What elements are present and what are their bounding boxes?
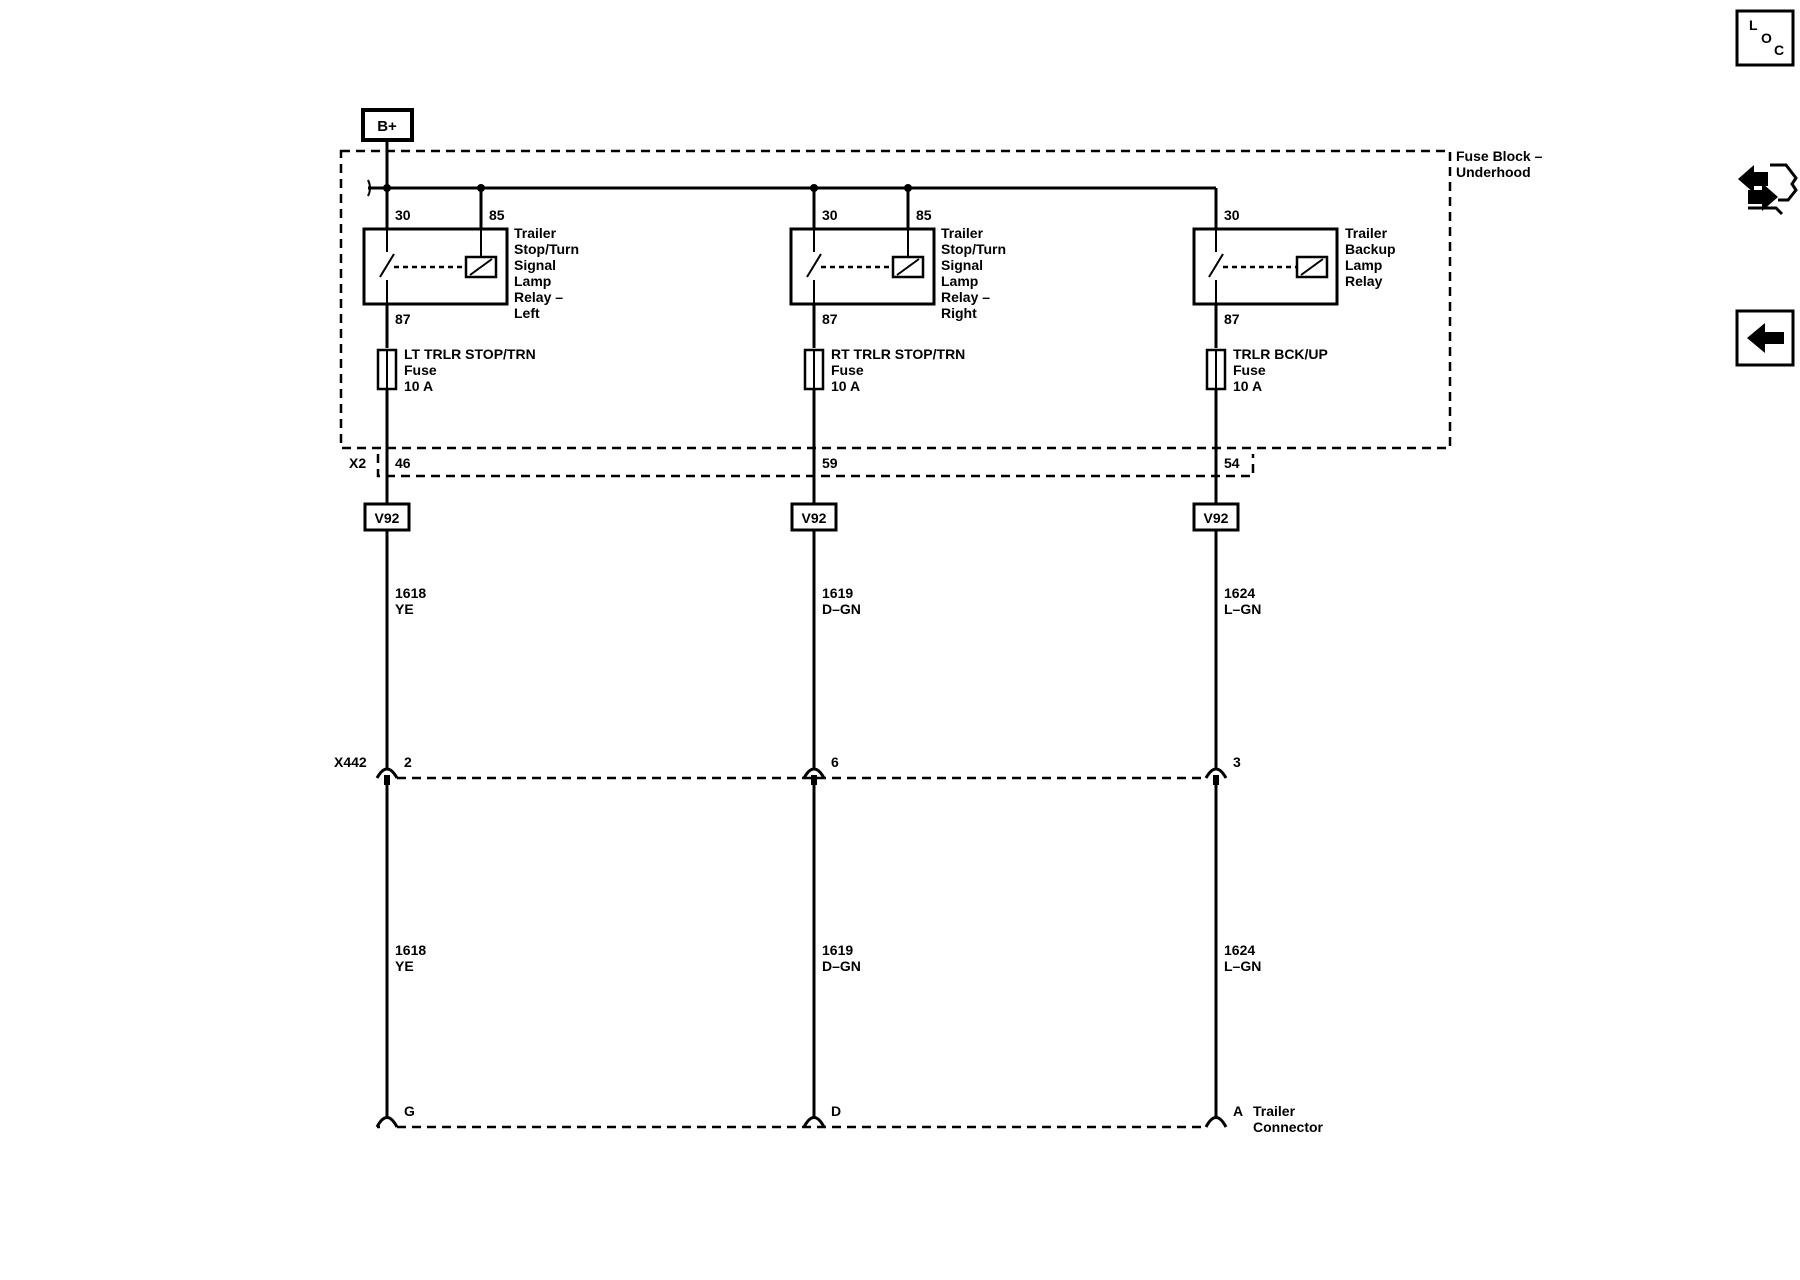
fuse-backup-name: TRLR BCK/UP [1233, 346, 1328, 362]
splice-v92-left [363, 502, 411, 532]
wire-left-upper-circuit: 1618 [395, 585, 426, 601]
relay-right-name-3: Signal [941, 257, 983, 273]
circuit-right: 30 85 Trailer Stop/Turn Signal Lamp Rela… [789, 188, 1006, 1128]
fuse-block-label-line1: Fuse Block – [1456, 148, 1543, 164]
battery-positive-source: B+ [361, 108, 414, 142]
trailer-connector: Trailer Connector [377, 1103, 1324, 1135]
location-icon: L O C [1749, 17, 1784, 58]
relay-left [362, 227, 509, 306]
trailer-connector-label-line1: Trailer [1253, 1103, 1296, 1119]
back-button[interactable] [1735, 309, 1795, 367]
relay-left-pin-85: 85 [489, 207, 505, 223]
relay-right-name-6: Right [941, 305, 977, 321]
x2-pin-left: 46 [395, 455, 411, 471]
fuse-right-word: Fuse [831, 362, 864, 378]
wire-backup-upper-color: L–GN [1224, 601, 1261, 617]
relay-left-pin-30: 30 [395, 207, 411, 223]
x442-pin-backup: 3 [1233, 754, 1241, 770]
wire-left-upper-color: YE [395, 601, 414, 617]
relay-backup-name-2: Backup [1345, 241, 1396, 257]
relay-right [789, 227, 936, 306]
battery-positive-label: B+ [377, 118, 397, 135]
wire-backup-lower-circuit: 1624 [1224, 942, 1255, 958]
trailer-pin-left: G [404, 1103, 415, 1119]
connector-view-button[interactable] [1738, 163, 1798, 216]
fuse-block-underhood: Fuse Block – Underhood [339, 148, 1543, 450]
relay-backup-name-3: Lamp [1345, 257, 1382, 273]
relay-backup-name-1: Trailer [1345, 225, 1388, 241]
relay-left-name-5: Relay – [514, 289, 563, 305]
relay-right-pin-30: 30 [822, 207, 838, 223]
splice-left-label: V92 [375, 510, 400, 526]
fuse-left-name: LT TRLR STOP/TRN [404, 346, 536, 362]
relay-left-pin-87: 87 [395, 311, 411, 327]
relay-backup-name-4: Relay [1345, 273, 1383, 289]
x2-pin-right: 59 [822, 455, 838, 471]
loc-letter-o: O [1761, 30, 1772, 46]
power-bus [367, 140, 1216, 197]
splice-right-label: V92 [802, 510, 827, 526]
wire-right-upper-circuit: 1619 [822, 585, 853, 601]
connector-x2: X2 [349, 454, 1255, 478]
trailer-pin-backup: A [1233, 1103, 1243, 1119]
fuse-right-rating: 10 A [831, 378, 860, 394]
trailer-pin-right: D [831, 1103, 841, 1119]
location-button[interactable]: L O C [1735, 9, 1795, 67]
fuse-left-word: Fuse [404, 362, 437, 378]
relay-right-name-1: Trailer [941, 225, 984, 241]
relay-right-pin-87: 87 [822, 311, 838, 327]
fuse-block-label-line2: Underhood [1456, 164, 1531, 180]
fuse-right-name: RT TRLR STOP/TRN [831, 346, 965, 362]
splice-backup-label: V92 [1204, 510, 1229, 526]
connector-x442-label: X442 [334, 754, 367, 770]
relay-right-name-4: Lamp [941, 273, 978, 289]
relay-right-pin-85: 85 [916, 207, 932, 223]
circuit-left: 30 85 Trailer Stop/Turn Signal Lamp Rela… [362, 188, 579, 1128]
relay-left-name-3: Signal [514, 257, 556, 273]
back-arrow-icon [1747, 323, 1784, 353]
relay-backup [1192, 227, 1339, 306]
connector-x2-label: X2 [349, 455, 366, 471]
wire-right-lower-color: D–GN [822, 958, 861, 974]
relay-right-name-2: Stop/Turn [941, 241, 1006, 257]
relay-left-name-6: Left [514, 305, 540, 321]
relay-right-name-5: Relay – [941, 289, 990, 305]
relay-left-name-1: Trailer [514, 225, 557, 241]
wire-left-lower-color: YE [395, 958, 414, 974]
relay-left-name-4: Lamp [514, 273, 551, 289]
wire-right-upper-color: D–GN [822, 601, 861, 617]
x2-pin-backup: 54 [1224, 455, 1240, 471]
wire-right-lower-circuit: 1619 [822, 942, 853, 958]
fuse-backup-rating: 10 A [1233, 378, 1262, 394]
fuse-left-rating: 10 A [404, 378, 433, 394]
relay-backup-pin-30: 30 [1224, 207, 1240, 223]
relay-left-name-2: Stop/Turn [514, 241, 579, 257]
splice-v92-right [790, 502, 838, 532]
wire-backup-upper-circuit: 1624 [1224, 585, 1255, 601]
x442-pin-right: 6 [831, 754, 839, 770]
loc-letter-l: L [1749, 17, 1758, 33]
loc-letter-c: C [1774, 42, 1784, 58]
circuit-backup: 30 Trailer Backup Lamp Relay 87 TRLR BCK… [1192, 188, 1396, 1128]
x442-pin-left: 2 [404, 754, 412, 770]
fuse-backup-word: Fuse [1233, 362, 1266, 378]
trailer-connector-label-line2: Connector [1253, 1119, 1324, 1135]
wire-backup-lower-color: L–GN [1224, 958, 1261, 974]
connector-arrows-icon [1738, 163, 1798, 216]
wire-left-lower-circuit: 1618 [395, 942, 426, 958]
connector-x442: X442 [334, 754, 1206, 780]
relay-backup-pin-87: 87 [1224, 311, 1240, 327]
